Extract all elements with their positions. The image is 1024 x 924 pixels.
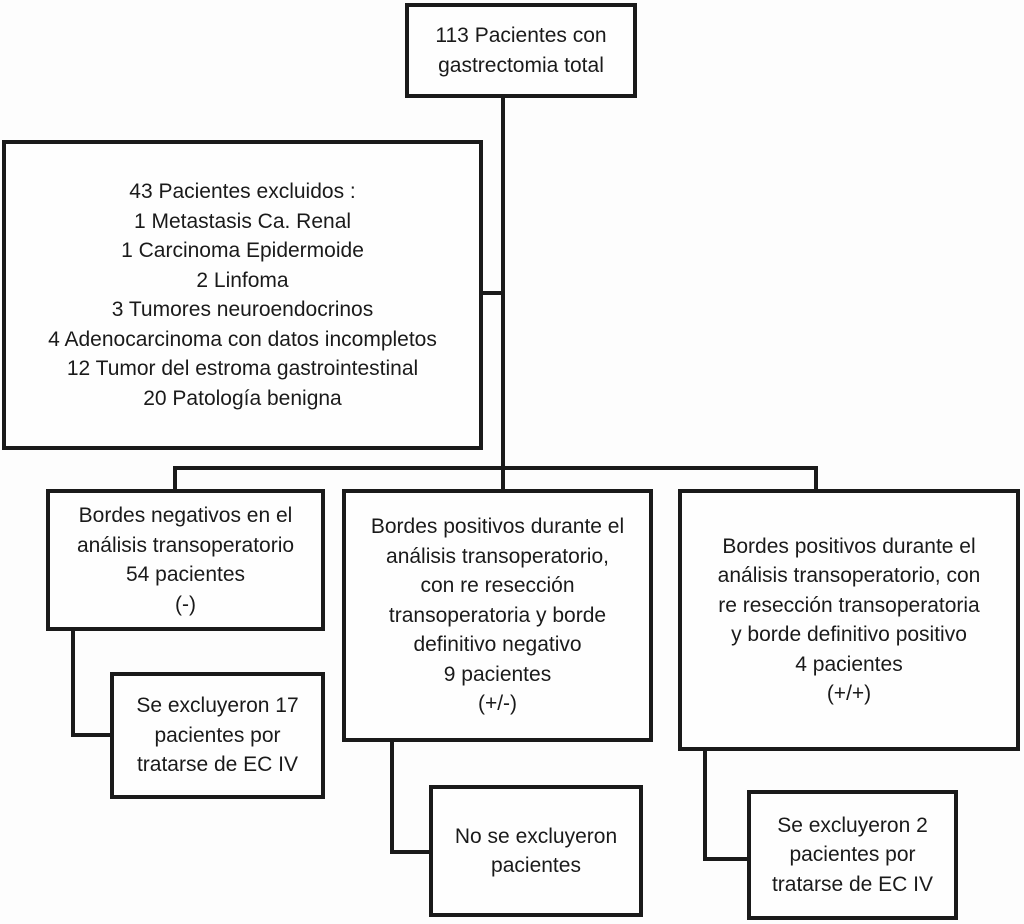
connector-excluded-link xyxy=(483,291,505,295)
box-excluded-patients: 43 Pacientes excluidos : 1 Metastasis Ca… xyxy=(2,140,483,450)
connector-center-elbow-vertical xyxy=(390,741,394,854)
box-excluded-2-ec-iv: Se excluyeron 2 pacientes por tratarse d… xyxy=(747,790,958,920)
connector-right-elbow-horizontal xyxy=(703,857,747,861)
connector-branch-horizontal xyxy=(173,466,818,470)
connector-right-elbow-vertical xyxy=(703,750,707,861)
box-positive-margins-reresection-positive: Bordes positivos durante el análisis tra… xyxy=(678,489,1020,751)
box-total-patients: 113 Pacientes con gastrectomia total xyxy=(405,3,637,98)
connector-center-elbow-horizontal xyxy=(390,850,429,854)
connector-branch-left-stub xyxy=(173,466,177,489)
box-excluded-17-ec-iv: Se excluyeron 17 pacientes por tratarse … xyxy=(110,672,325,799)
box-positive-margins-reresection-negative: Bordes positivos durante el análisis tra… xyxy=(342,489,653,742)
connector-left-elbow-vertical xyxy=(71,630,75,737)
connector-branch-right-stub xyxy=(814,466,818,489)
connector-left-elbow-horizontal xyxy=(71,733,110,737)
box-negative-margins: Bordes negativos en el análisis transope… xyxy=(46,489,325,631)
box-no-patients-excluded: No se excluyeron pacientes xyxy=(429,785,643,917)
